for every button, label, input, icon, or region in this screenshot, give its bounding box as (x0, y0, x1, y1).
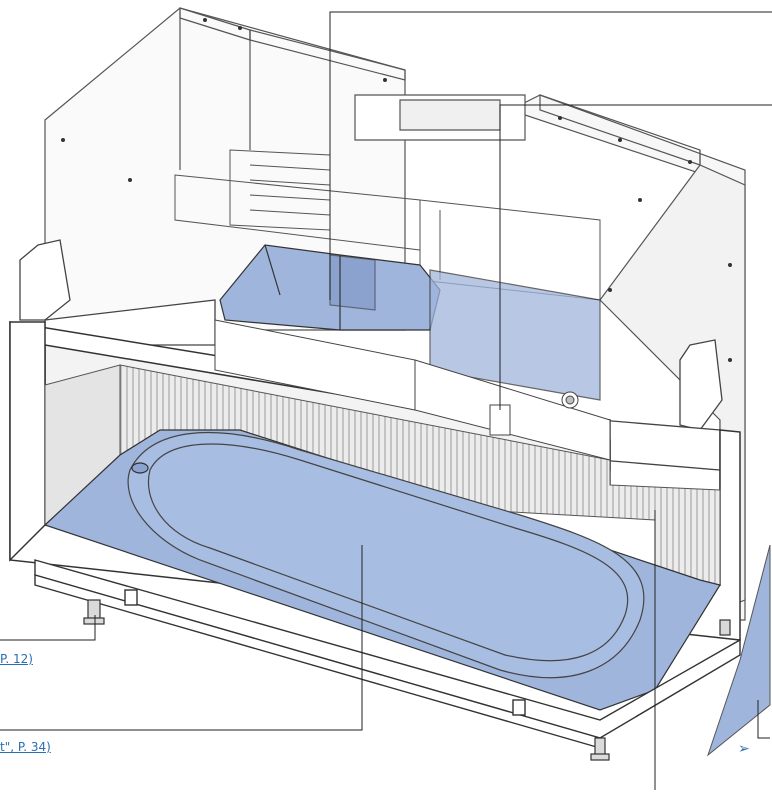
front-burner-panel (214, 319, 611, 461)
callout-lines (0, 11, 772, 790)
rear-casing (44, 7, 746, 621)
firebox-base-plate (43, 429, 721, 711)
feet-reference-link[interactable]: P. 12) (0, 652, 33, 666)
burner-reference-link[interactable]: t", P. 34) (0, 740, 51, 754)
left-side-panel (19, 239, 216, 346)
glass-panel (706, 544, 771, 757)
casing-screws (61, 18, 732, 442)
adjustable-feet (83, 599, 731, 761)
next-arrow-icon[interactable]: ➢ (738, 741, 750, 757)
